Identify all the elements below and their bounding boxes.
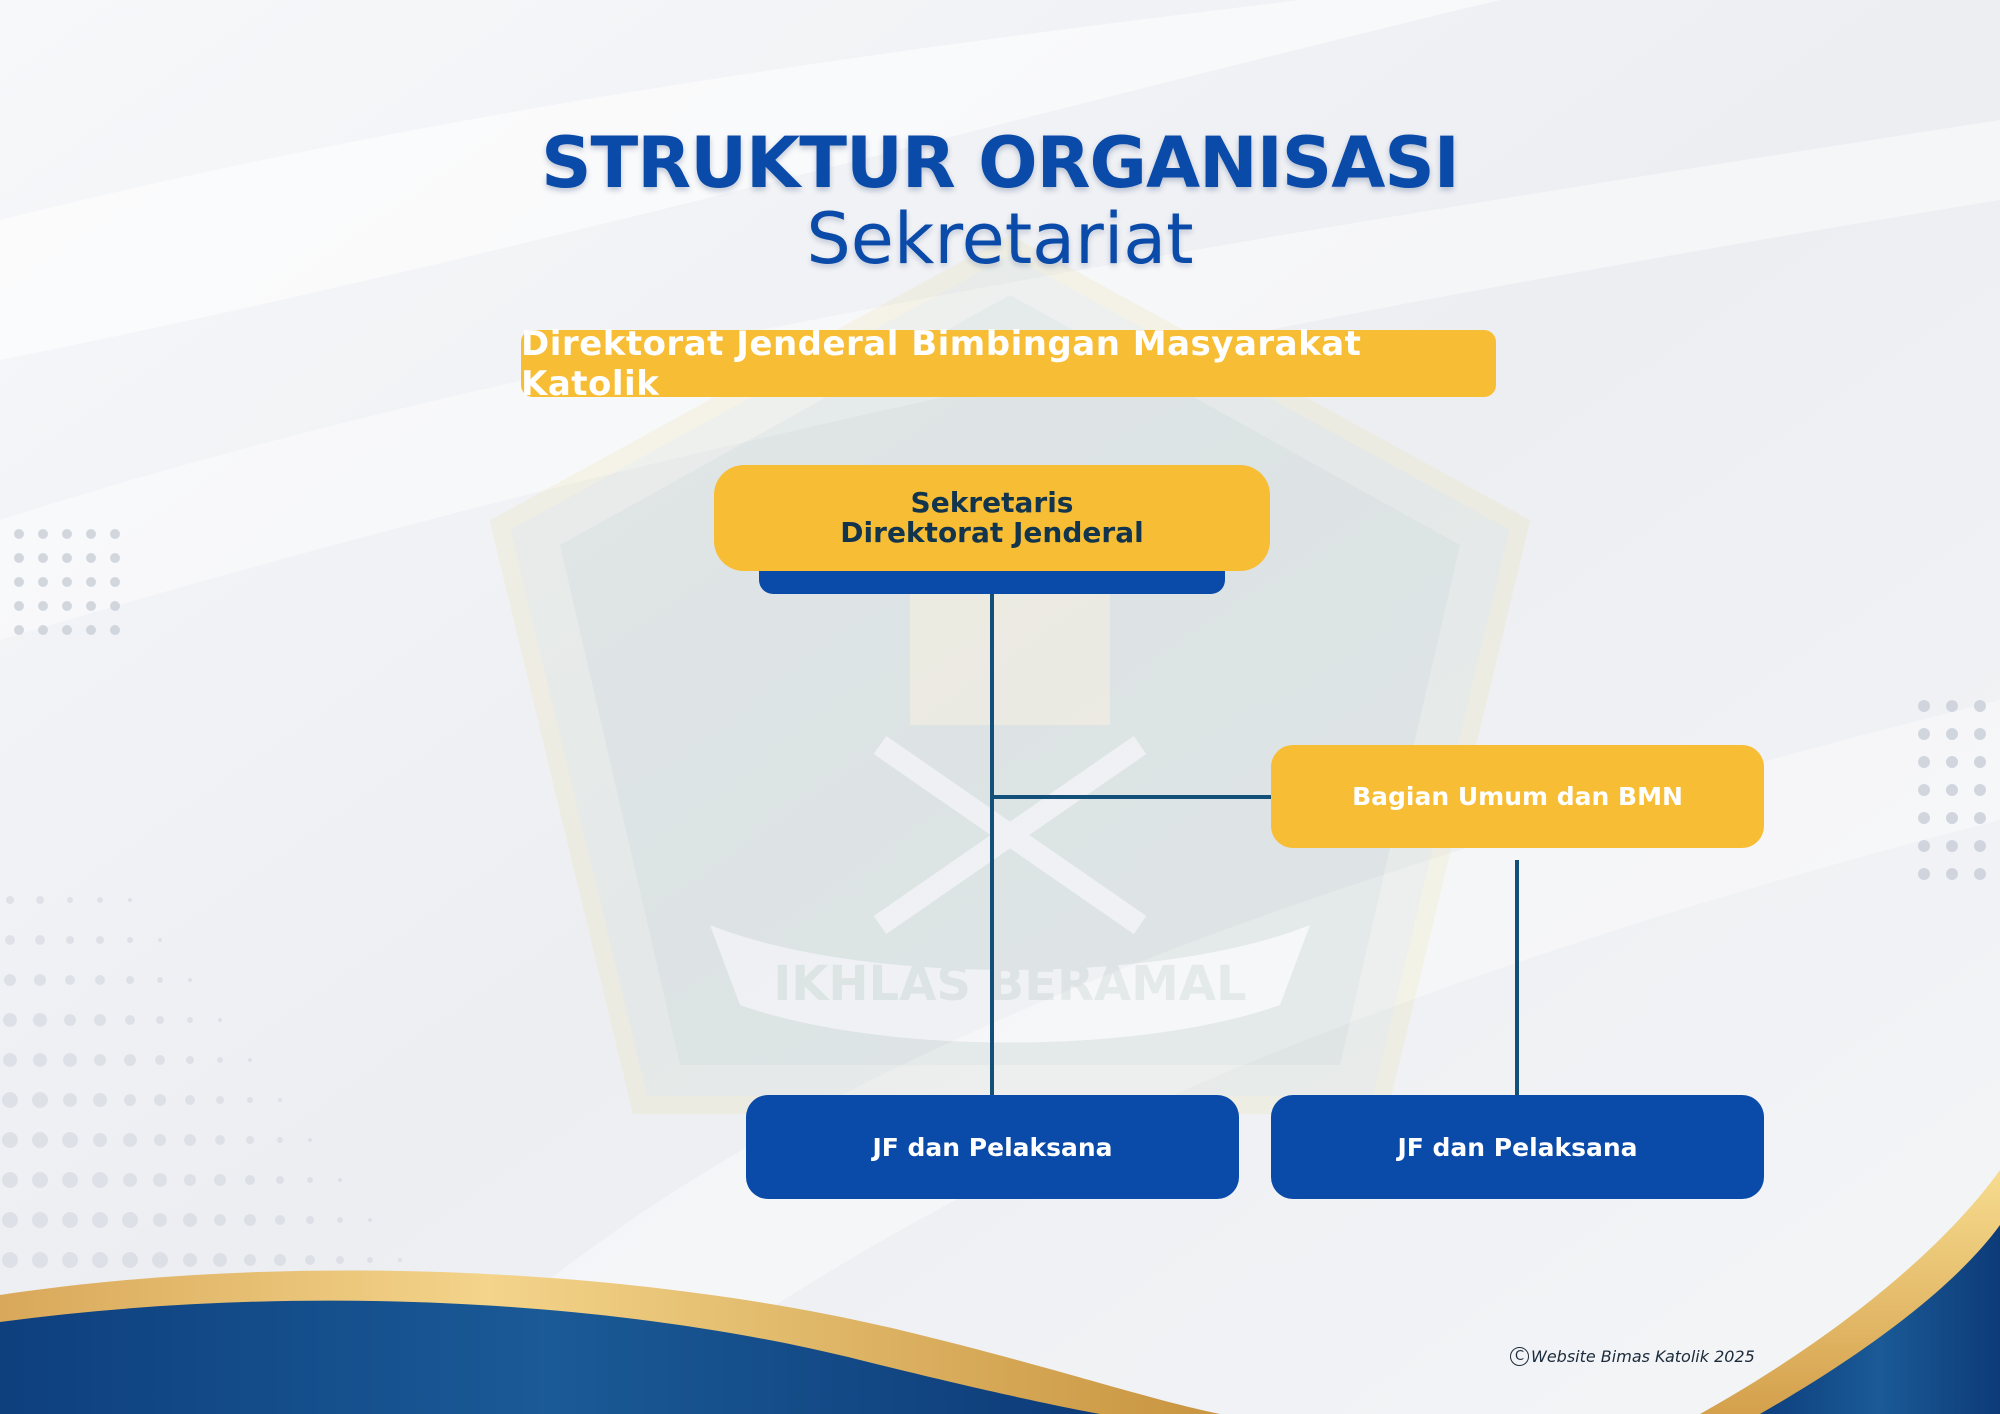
node-jf-dan-pelaksana-right: JF dan Pelaksana	[1271, 1095, 1764, 1199]
page-subtitle: Sekretariat	[806, 198, 1194, 280]
node-leaf-label: JF dan Pelaksana	[872, 1132, 1113, 1162]
emblem-watermark: IKHLAS BERAMAL	[489, 234, 1531, 1114]
directorate-banner-label: Direktorat Jenderal Bimbingan Masyarakat…	[521, 323, 1362, 404]
footer-credit-text: Website Bimas Katolik 2025	[1531, 1347, 1755, 1366]
node-root-line2: Direktorat Jenderal	[840, 516, 1144, 549]
node-branch-label: Bagian Umum dan BMN	[1352, 782, 1683, 811]
node-sekretaris-direktorat-jenderal: Sekretaris Direktorat Jenderal	[714, 465, 1270, 571]
node-leaf-label: JF dan Pelaksana	[1397, 1132, 1638, 1162]
node-jf-dan-pelaksana-left: JF dan Pelaksana	[746, 1095, 1239, 1199]
connector-branch-to-leaf	[1515, 860, 1519, 1095]
footer-credit: C Website Bimas Katolik 2025	[1510, 1347, 1755, 1366]
node-root-line1: Sekretaris	[910, 486, 1074, 519]
page-title: STRUKTUR ORGANISASI	[541, 122, 1460, 204]
connector-root-to-branch	[990, 795, 1271, 799]
connector-root-vertical	[990, 594, 994, 1095]
directorate-banner: Direktorat Jenderal Bimbingan Masyarakat…	[521, 324, 1496, 404]
copyright-icon: C	[1510, 1347, 1529, 1366]
watermark-motto: IKHLAS BERAMAL	[773, 956, 1246, 1012]
node-bagian-umum-dan-bmn: Bagian Umum dan BMN	[1271, 745, 1764, 848]
